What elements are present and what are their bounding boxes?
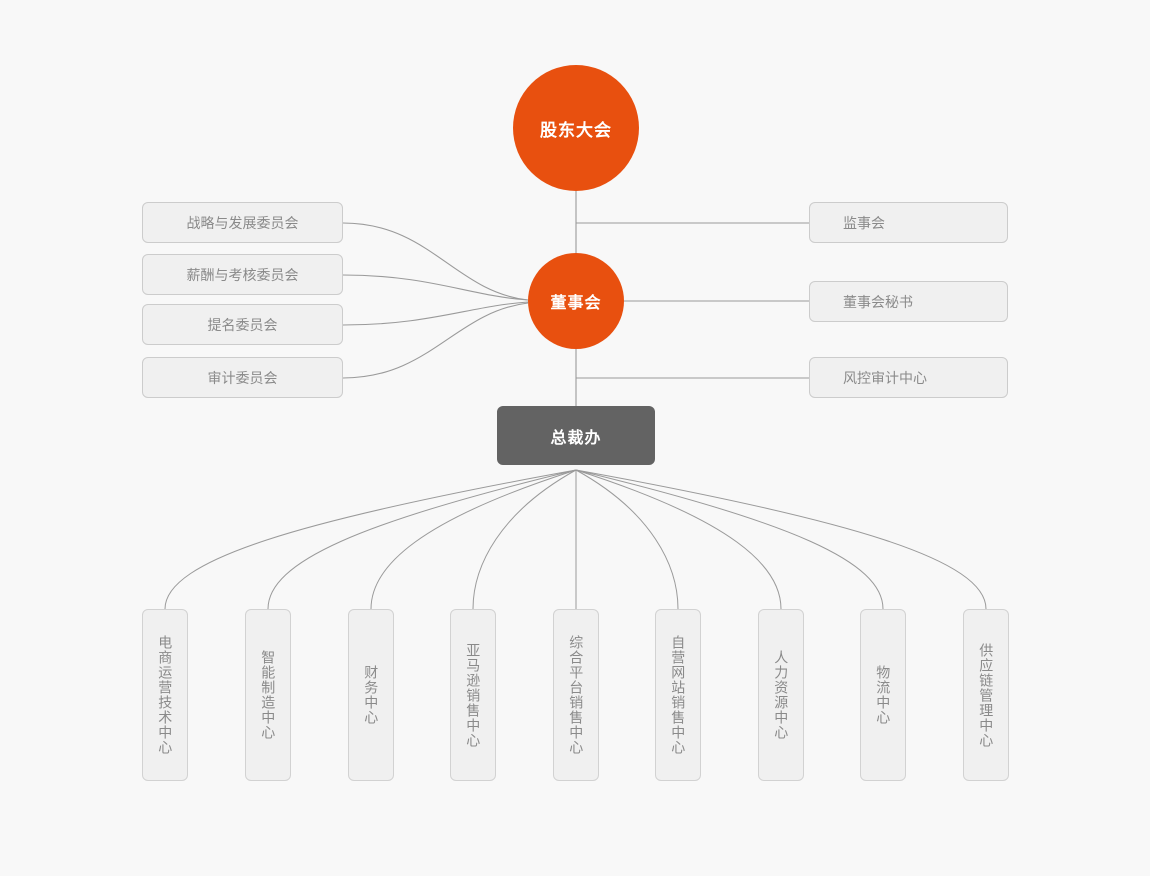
node-committee-compensation-appraisal[interactable]: 薪酬与考核委员会 <box>142 254 343 295</box>
node-dept-intelligent-manufacturing-center[interactable]: 智能制造中心 <box>245 609 291 781</box>
node-president-office[interactable]: 总裁办 <box>497 406 655 465</box>
curve-dept-1 <box>164 469 577 610</box>
node-dept-supply-chain-management-center-label: 供应链管理中心 <box>978 642 995 748</box>
node-committee-audit[interactable]: 审计委员会 <box>142 357 343 398</box>
curve-dept-8 <box>575 469 884 610</box>
node-dept-human-resources-center[interactable]: 人力资源中心 <box>758 609 804 781</box>
curve-dept-3 <box>370 469 577 610</box>
node-president-office-label: 总裁办 <box>550 429 602 447</box>
curve-dept-6 <box>575 469 679 610</box>
node-shareholders-meeting[interactable]: 股东大会 <box>513 65 639 191</box>
node-board-secretary-label: 董事会秘书 <box>843 293 913 310</box>
node-dept-finance-center-label: 财务中心 <box>363 665 380 725</box>
node-committee-nomination[interactable]: 提名委员会 <box>142 304 343 345</box>
node-board-of-directors-label: 董事会 <box>550 295 602 312</box>
node-dept-intelligent-manufacturing-center-label: 智能制造中心 <box>260 650 277 740</box>
node-supervisory-board[interactable]: 监事会 <box>809 202 1008 243</box>
node-committee-strategy-development-label: 战略与发展委员会 <box>186 214 299 231</box>
node-dept-amazon-sales-center-label: 亚马逊销售中心 <box>465 642 482 748</box>
curve-committee-4 <box>342 302 529 379</box>
curve-dept-2 <box>267 469 577 610</box>
node-dept-logistics-center[interactable]: 物流中心 <box>860 609 906 781</box>
curve-committee-1 <box>342 222 529 301</box>
node-dept-amazon-sales-center[interactable]: 亚马逊销售中心 <box>450 609 496 781</box>
curve-committee-2 <box>342 274 529 301</box>
node-dept-finance-center[interactable]: 财务中心 <box>348 609 394 781</box>
curve-dept-4 <box>472 469 577 610</box>
node-committee-nomination-label: 提名委员会 <box>207 316 278 333</box>
node-dept-integrated-platform-sales-center-label: 综合平台销售中心 <box>568 635 585 755</box>
node-risk-control-audit-center-label: 风控审计中心 <box>843 369 927 386</box>
curve-committee-3 <box>342 301 529 326</box>
node-dept-integrated-platform-sales-center[interactable]: 综合平台销售中心 <box>553 609 599 781</box>
node-dept-ecommerce-operations-tech-center-label: 电商运营技术中心 <box>157 635 174 755</box>
node-dept-owned-website-sales-center[interactable]: 自营网站销售中心 <box>655 609 701 781</box>
node-committee-audit-label: 审计委员会 <box>207 369 278 386</box>
node-committee-compensation-appraisal-label: 薪酬与考核委员会 <box>186 266 299 283</box>
curve-dept-9 <box>575 469 987 610</box>
node-risk-control-audit-center[interactable]: 风控审计中心 <box>809 357 1008 398</box>
node-dept-supply-chain-management-center[interactable]: 供应链管理中心 <box>963 609 1009 781</box>
node-committee-strategy-development[interactable]: 战略与发展委员会 <box>142 202 343 243</box>
node-supervisory-board-label: 监事会 <box>843 214 885 231</box>
node-dept-owned-website-sales-center-label: 自营网站销售中心 <box>670 635 687 755</box>
node-dept-ecommerce-operations-tech-center[interactable]: 电商运营技术中心 <box>142 609 188 781</box>
curve-dept-7 <box>575 469 782 610</box>
node-dept-logistics-center-label: 物流中心 <box>875 665 892 725</box>
node-board-of-directors[interactable]: 董事会 <box>528 253 624 349</box>
node-shareholders-meeting-label: 股东大会 <box>540 120 612 140</box>
node-board-secretary[interactable]: 董事会秘书 <box>809 281 1008 322</box>
node-dept-human-resources-center-label: 人力资源中心 <box>773 650 790 740</box>
